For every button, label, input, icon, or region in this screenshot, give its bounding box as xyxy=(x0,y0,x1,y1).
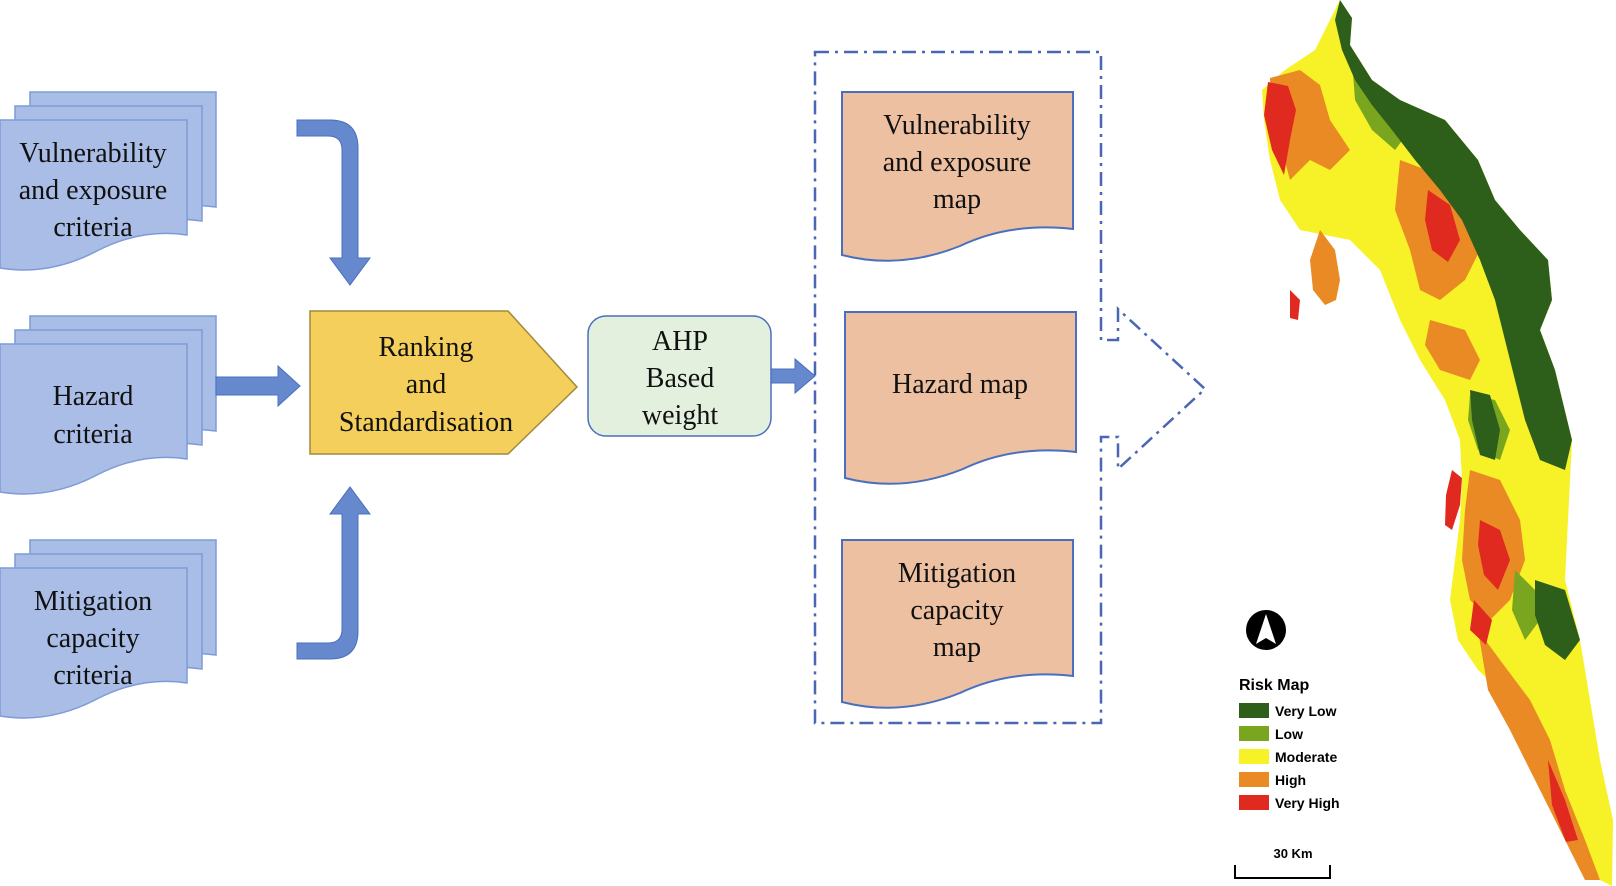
legend-swatch-very-high xyxy=(1239,795,1269,810)
legend-label-very-high: Very High xyxy=(1275,795,1340,811)
map-hazard-line1: Hazard map xyxy=(892,369,1028,400)
map-mitigation-line3: map xyxy=(933,632,981,663)
criteria-mitigation-line3: criteria xyxy=(53,660,133,691)
legend-swatch-very-low xyxy=(1239,703,1269,718)
north-arrow-icon xyxy=(1246,610,1286,650)
scale-bar: 30 Km xyxy=(1234,846,1331,879)
criteria-mitigation-line2: capacity xyxy=(46,623,139,654)
legend-label-low: Low xyxy=(1275,726,1303,742)
ahp-line2: Based xyxy=(646,363,714,394)
criteria-hazard-stack: Hazard criteria xyxy=(0,315,217,495)
legend-title: Risk Map xyxy=(1239,677,1309,694)
island-north xyxy=(1310,230,1340,305)
map-vulnerability-line1: Vulnerability xyxy=(883,110,1031,141)
ranking-standardisation-box: Ranking and Standardisation xyxy=(309,310,579,455)
ahp-weight-box: AHP Based weight xyxy=(587,315,772,437)
legend-swatch-high xyxy=(1239,772,1269,787)
legend-label-moderate: Moderate xyxy=(1275,749,1337,765)
legend-swatch-moderate xyxy=(1239,749,1269,764)
dashed-output-container xyxy=(813,50,1207,725)
ranking-line1: Ranking xyxy=(379,332,474,363)
map-vulnerability-line3: map xyxy=(933,184,981,215)
map-mitigation-line1: Mitigation xyxy=(898,558,1016,589)
criteria-mitigation-stack: Mitigation capacity criteria xyxy=(0,539,217,719)
criteria-vulnerability-line1: Vulnerability xyxy=(19,138,167,169)
arrow-down-bend xyxy=(296,119,371,286)
criteria-hazard-line1: Hazard xyxy=(53,381,134,412)
ranking-line2: and xyxy=(406,369,446,400)
legend-label-high: High xyxy=(1275,772,1306,788)
criteria-hazard-line2: criteria xyxy=(53,419,133,450)
scale-bar-label: 30 Km xyxy=(1273,846,1312,861)
arrow-right-ahp xyxy=(770,357,816,395)
map-mitigation-line2: capacity xyxy=(910,595,1003,626)
criteria-vulnerability-line3: criteria xyxy=(53,212,133,243)
risk-map-landmass xyxy=(1262,0,1613,886)
criteria-vulnerability-line2: and exposure xyxy=(19,175,168,206)
criteria-mitigation-line1: Mitigation xyxy=(34,586,152,617)
legend-swatch-low xyxy=(1239,726,1269,741)
map-hazard-doc: Hazard map xyxy=(844,311,1077,485)
arrow-right-hazard xyxy=(215,364,301,408)
map-vulnerability-doc: Vulnerability and exposure map xyxy=(841,91,1074,262)
legend-label-very-low: Very Low xyxy=(1275,703,1337,719)
arrow-up-bend xyxy=(296,486,371,660)
criteria-vulnerability-stack: Vulnerability and exposure criteria xyxy=(0,91,217,271)
ahp-line1: AHP xyxy=(652,326,708,357)
island-middle xyxy=(1445,470,1462,530)
ranking-line3: Standardisation xyxy=(339,407,513,438)
map-vulnerability-line2: and exposure xyxy=(883,147,1032,178)
ahp-line3: weight xyxy=(642,400,718,431)
map-mitigation-doc: Mitigation capacity map xyxy=(841,539,1074,709)
